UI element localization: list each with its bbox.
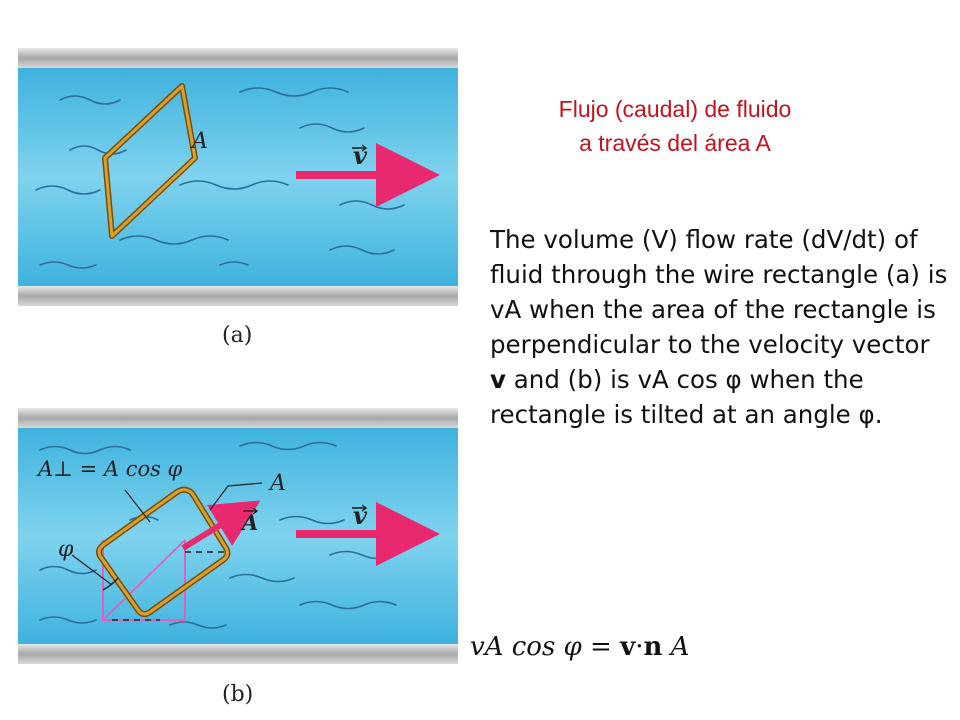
pipe-top-wall-a bbox=[18, 48, 458, 68]
panel-a bbox=[18, 48, 458, 306]
pipe-top-wall-b bbox=[18, 408, 458, 428]
velocity-label-b: v bbox=[353, 501, 368, 530]
formula-dot: · bbox=[635, 632, 644, 662]
flux-formula: vA cos φ = v·n A bbox=[470, 632, 689, 662]
phi-symbol-2: φ bbox=[858, 400, 875, 429]
slide-title: Flujo (caudal) de fluido a través del ár… bbox=[500, 92, 850, 160]
panel-b bbox=[18, 408, 458, 664]
dashed-guides-b bbox=[112, 551, 230, 621]
body-part-1: The volume (V) flow rate (dV/dt) of flui… bbox=[490, 225, 948, 359]
leader-perp-b bbox=[124, 489, 151, 523]
title-line-2: a través del área A bbox=[579, 130, 771, 156]
leader-angle-b bbox=[71, 554, 113, 586]
velocity-bold: v bbox=[490, 365, 506, 394]
pipe-bottom-wall-a bbox=[18, 286, 458, 306]
formula-n: n bbox=[643, 632, 663, 662]
water-streaks-b bbox=[39, 441, 397, 629]
pipe-bottom-wall-b bbox=[18, 644, 458, 664]
caption-a: (a) bbox=[222, 323, 253, 348]
angle-label-b: φ bbox=[58, 537, 74, 562]
formula-v: v bbox=[620, 632, 636, 662]
perp-area-label-b: A⊥ = A cos φ bbox=[36, 457, 183, 481]
title-line-1: Flujo (caudal) de fluido bbox=[558, 96, 792, 122]
caption-b: (b) bbox=[222, 682, 254, 707]
body-part-3: when the rectangle is tilted at an angle bbox=[490, 365, 864, 429]
leader-area-b bbox=[209, 482, 263, 511]
formula-rhs: A bbox=[662, 632, 690, 662]
body-part-2: and (b) is vA cos bbox=[505, 365, 726, 394]
area-vector-label-b: A bbox=[240, 510, 258, 535]
area-vector-arrow-b bbox=[181, 500, 261, 551]
body-part-4: . bbox=[874, 400, 883, 429]
velocity-label-a: v bbox=[353, 141, 368, 170]
area-label-b: A bbox=[268, 471, 286, 496]
angle-arc-b bbox=[102, 577, 119, 591]
formula-lhs: vA cos φ = bbox=[470, 632, 621, 662]
explanation-text: The volume (V) flow rate (dV/dt) of flui… bbox=[490, 222, 950, 432]
water-streaks-a bbox=[35, 87, 405, 269]
phi-symbol-1: φ bbox=[725, 365, 742, 394]
area-label-a: A bbox=[190, 129, 208, 154]
